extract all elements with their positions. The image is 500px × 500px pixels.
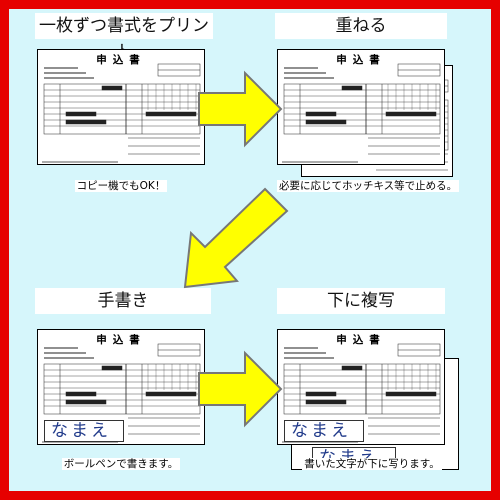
form-title: 申込書 [96,334,146,346]
handwritten-name: なまえ [284,420,364,442]
form-cell [283,363,441,415]
form-cell [305,119,347,125]
form-cell [145,391,197,397]
diagram-canvas: 一枚ずつ書式をプリント 申込書 コピー機でもOK！ 重ねる 申込書 必要に応じて… [9,9,491,491]
handwritten-name: なまえ [44,420,124,442]
arrow-right-icon [198,350,283,428]
step4-caption: 書いた文字が下に写ります。 [302,458,442,470]
step1-caption: コピー機でもOK！ [74,180,168,192]
step4-title: 下に複写 [277,288,445,314]
form-cell [65,399,107,405]
arrow-shape [198,350,283,428]
step3-title: 手書き [35,288,211,314]
step4-front-sheet: 申込書 なまえ [277,329,445,445]
form-cell [385,391,437,397]
form-lines [282,63,441,163]
form-cell [65,119,107,125]
arrow-shape [198,70,283,148]
arrow-shape [183,187,289,289]
form-cell [65,391,97,397]
step1-form-sheet: 申込書 [37,49,205,165]
form-cell [385,111,437,117]
arrow-down-left-icon [183,187,289,289]
step2-front-sheet: 申込書 [277,49,445,165]
step2-title: 重ねる [275,13,447,39]
form-title: 申込書 [336,334,386,346]
step3-caption: ボールペンで書きます。 [61,458,181,470]
form-cell [305,391,337,397]
form-lines [282,343,441,443]
step2-caption: 必要に応じてホッチキス等で止める。 [277,180,460,192]
form-lines [42,63,201,163]
form-title: 申込書 [96,54,146,66]
form-cell [65,111,97,117]
form-title: 申込書 [336,54,386,66]
form-lines [42,343,201,443]
form-cell [341,365,363,371]
form-cell [43,363,201,415]
form-cell [101,85,123,91]
form-cell [145,111,197,117]
step3-form-sheet: 申込書 なまえ [37,329,205,445]
step1-title: 一枚ずつ書式をプリント [35,13,213,62]
form-cell [283,83,441,135]
arrow-right-icon [198,70,283,148]
form-cell [305,111,337,117]
form-cell [341,85,363,91]
form-cell [43,83,201,135]
form-cell [101,365,123,371]
form-cell [305,399,347,405]
